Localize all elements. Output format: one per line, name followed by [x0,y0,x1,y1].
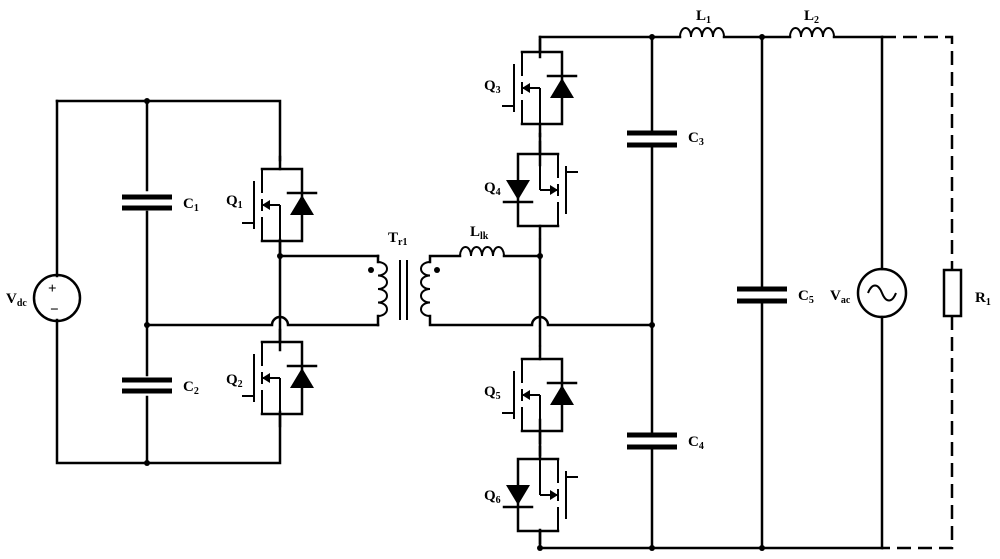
svg-text:Q2: Q2 [226,372,243,390]
right-wiring [430,37,952,548]
mosfet-q5: Q5 [484,347,576,443]
svg-text:−: − [50,302,59,318]
capacitor-c4: C4 [627,434,704,452]
junction-dots [144,34,765,551]
svg-text:C3: C3 [688,130,704,148]
svg-text:Q4: Q4 [484,180,501,198]
capacitor-c2: C2 [122,379,199,397]
svg-text:C4: C4 [688,434,704,452]
vdc-source: + − Vdc [6,275,80,321]
svg-text:Q5: Q5 [484,384,501,402]
svg-text:Q1: Q1 [226,193,243,211]
svg-text:C1: C1 [183,196,199,214]
capacitor-c5: C5 [737,288,814,306]
svg-text:L2: L2 [804,8,819,26]
svg-text:C2: C2 [183,379,199,397]
svg-text:Q6: Q6 [484,488,501,506]
inductor-llk: Llk [460,224,504,256]
svg-text:Llk: Llk [470,224,489,242]
svg-text:Vdc: Vdc [6,291,27,309]
resistor-r1: R1 [944,270,991,316]
inductor-l1: L1 [680,8,724,37]
svg-text:R1: R1 [975,290,991,308]
svg-text:+: + [48,281,57,297]
mosfet-q6: Q6 [484,447,578,543]
capacitor-c1: C1 [122,196,199,214]
inductor-l2: L2 [790,8,834,37]
svg-text:Tr1: Tr1 [388,230,407,248]
svg-text:Q3: Q3 [484,78,501,96]
svg-text:L1: L1 [696,8,711,26]
svg-text:C5: C5 [798,288,814,306]
left-wiring [57,101,378,463]
mosfet-q1: Q1 [226,157,316,253]
vac-source: Vac [830,269,906,317]
capacitor-c3: C3 [627,130,704,148]
mosfet-q3: Q3 [484,40,576,136]
mosfet-q2: Q2 [226,330,316,426]
mosfet-q4: Q4 [484,142,578,238]
transformer-tr1: Tr1 [368,230,440,320]
svg-text:Vac: Vac [830,288,851,306]
